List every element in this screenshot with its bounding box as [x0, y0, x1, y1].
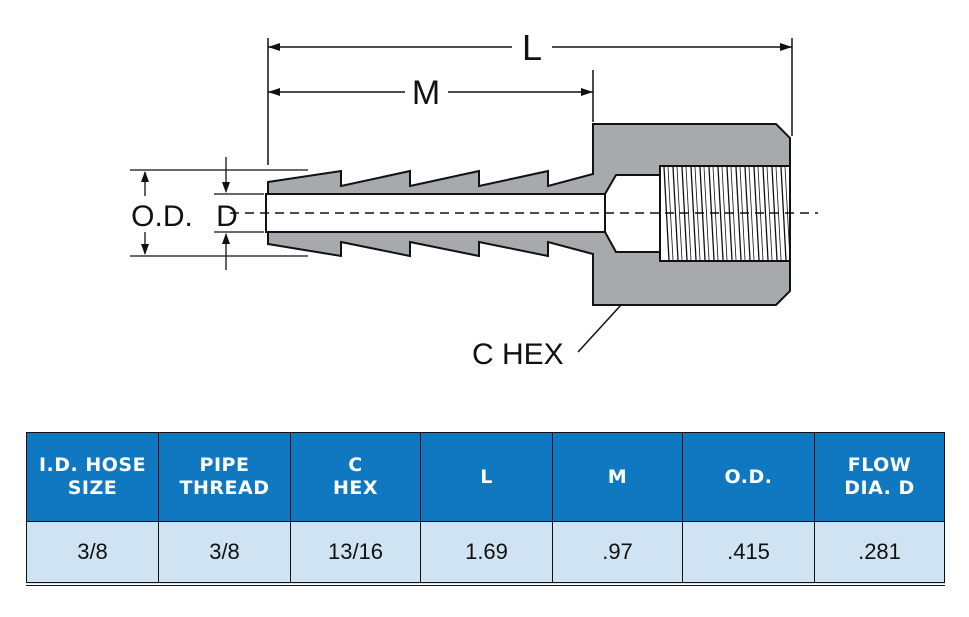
- header-c-hex-line1: C: [348, 454, 363, 476]
- l-label: L: [522, 27, 542, 68]
- hex-label: C HEX: [472, 338, 564, 371]
- m-label: M: [412, 74, 440, 112]
- header-pipe-thread-line1: PIPE: [199, 454, 250, 476]
- header-flow-dia-line2: DIA. D: [844, 477, 915, 499]
- header-m: M: [552, 432, 683, 522]
- table-row: 3/8 3/8 13/16 1.69 .97 .415 .281: [26, 521, 945, 586]
- hex-leader-line: [577, 304, 622, 353]
- thread-line: [676, 166, 683, 261]
- l-arrow-right: [780, 43, 792, 51]
- cell-pipe-thread: 3/8: [158, 521, 291, 586]
- l-arrow-left: [268, 43, 280, 51]
- header-m-line1: M: [607, 465, 628, 488]
- thread-line: [735, 166, 742, 261]
- m-arrow-right: [581, 88, 593, 96]
- cell-flow-dia: .281: [814, 521, 945, 586]
- od-arrow-top: [141, 171, 149, 182]
- header-c-hex: C HEX: [290, 432, 421, 522]
- fitting-drawing: L M O.D. D C HEX: [130, 27, 818, 371]
- spec-table: I.D. HOSE SIZE PIPE THREAD C HEX L M O.D…: [26, 432, 945, 586]
- cell-hose-size: 3/8: [26, 521, 159, 586]
- header-pipe-thread-line2: THREAD: [179, 477, 270, 499]
- m-arrow-left: [268, 88, 280, 96]
- header-row: I.D. HOSE SIZE PIPE THREAD C HEX L M O.D…: [26, 432, 945, 522]
- header-pipe-thread: PIPE THREAD: [158, 432, 291, 522]
- header-l: L: [420, 432, 553, 522]
- header-flow-dia: FLOW DIA. D: [814, 432, 945, 522]
- thread-line: [721, 166, 728, 261]
- cell-m: .97: [552, 521, 683, 586]
- header-c-hex-line2: HEX: [332, 477, 379, 499]
- cell-l: 1.69: [420, 521, 553, 586]
- thread-line: [672, 166, 679, 261]
- d-arrow-top: [222, 182, 230, 193]
- thread-line: [762, 166, 769, 261]
- header-hose-size-line1: I.D. HOSE: [38, 454, 147, 476]
- header-od-line1: O.D.: [724, 465, 773, 488]
- thread-line: [690, 166, 697, 261]
- header-flow-dia-line1: FLOW: [847, 454, 912, 476]
- bore: [265, 193, 611, 233]
- d-arrow-bottom: [222, 233, 230, 244]
- header-hose-size-line2: SIZE: [67, 477, 118, 499]
- thread-line: [748, 166, 755, 261]
- thread-line: [780, 166, 787, 261]
- thread-line: [766, 166, 773, 261]
- cell-od: .415: [682, 521, 815, 586]
- d-label: D: [216, 200, 238, 233]
- thread-line: [717, 166, 724, 261]
- thread-line: [703, 166, 710, 261]
- cell-c-hex: 13/16: [290, 521, 421, 586]
- header-hose-size: I.D. HOSE SIZE: [26, 432, 159, 522]
- od-arrow-bottom: [141, 244, 149, 255]
- od-label: O.D.: [131, 200, 193, 233]
- header-od: O.D.: [682, 432, 815, 522]
- header-l-line1: L: [480, 465, 493, 488]
